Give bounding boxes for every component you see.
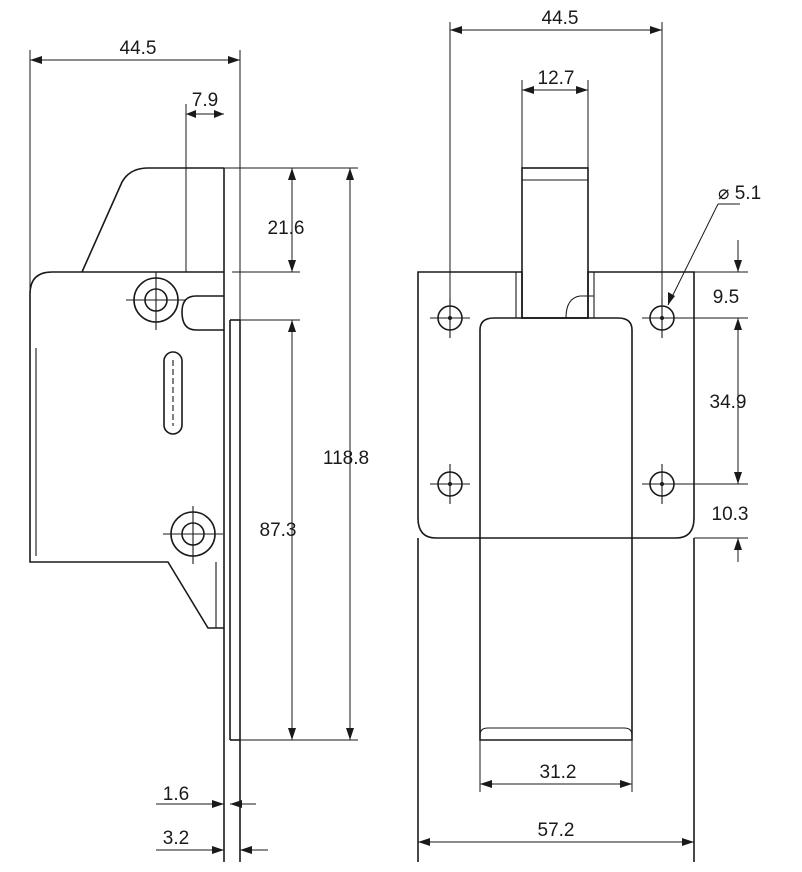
side-view: 44.5 7.9 21.6 87.3 118.8 1.6	[29, 38, 369, 862]
side-screw-bottom	[163, 506, 223, 564]
dim-side-width: 44.5	[120, 38, 157, 59]
dim-front-overall-width: 57.2	[538, 820, 575, 841]
dim-front-hole-diameter: ⌀ 5.1	[718, 183, 761, 204]
dim-front-body-width: 31.2	[540, 762, 577, 783]
dim-front-tongue: 12.7	[538, 68, 575, 89]
side-bracket-outline	[29, 271, 224, 629]
side-slot	[163, 351, 183, 435]
front-tongue	[521, 167, 589, 319]
front-plate-outline	[417, 271, 695, 539]
dim-front-hole-spacing: 34.9	[710, 392, 747, 413]
dim-side-plate: 1.6	[163, 784, 189, 805]
dim-side-slot: 7.9	[192, 90, 218, 111]
front-hole-bottom-right	[642, 464, 682, 504]
dim-front-hole-top: 9.5	[713, 287, 739, 308]
side-cover-outline	[81, 167, 224, 273]
dim-side-hole-spacing: 87.3	[260, 520, 297, 541]
dim-side-height: 118.8	[323, 448, 369, 469]
dim-side-total: 3.2	[163, 828, 189, 849]
front-hole-top-left	[430, 298, 470, 338]
front-view: 44.5 12.7 ⌀ 5.1 9.5 34.9 10.3	[417, 8, 761, 862]
side-screw-top	[126, 272, 186, 330]
dim-front-hole-bottom: 10.3	[712, 504, 749, 525]
front-body-outline	[479, 317, 633, 741]
front-hole-top-right	[642, 298, 682, 338]
dim-side-top-offset: 21.6	[268, 218, 305, 239]
front-hole-bottom-left	[430, 464, 470, 504]
dim-front-top-width: 44.5	[542, 8, 579, 29]
